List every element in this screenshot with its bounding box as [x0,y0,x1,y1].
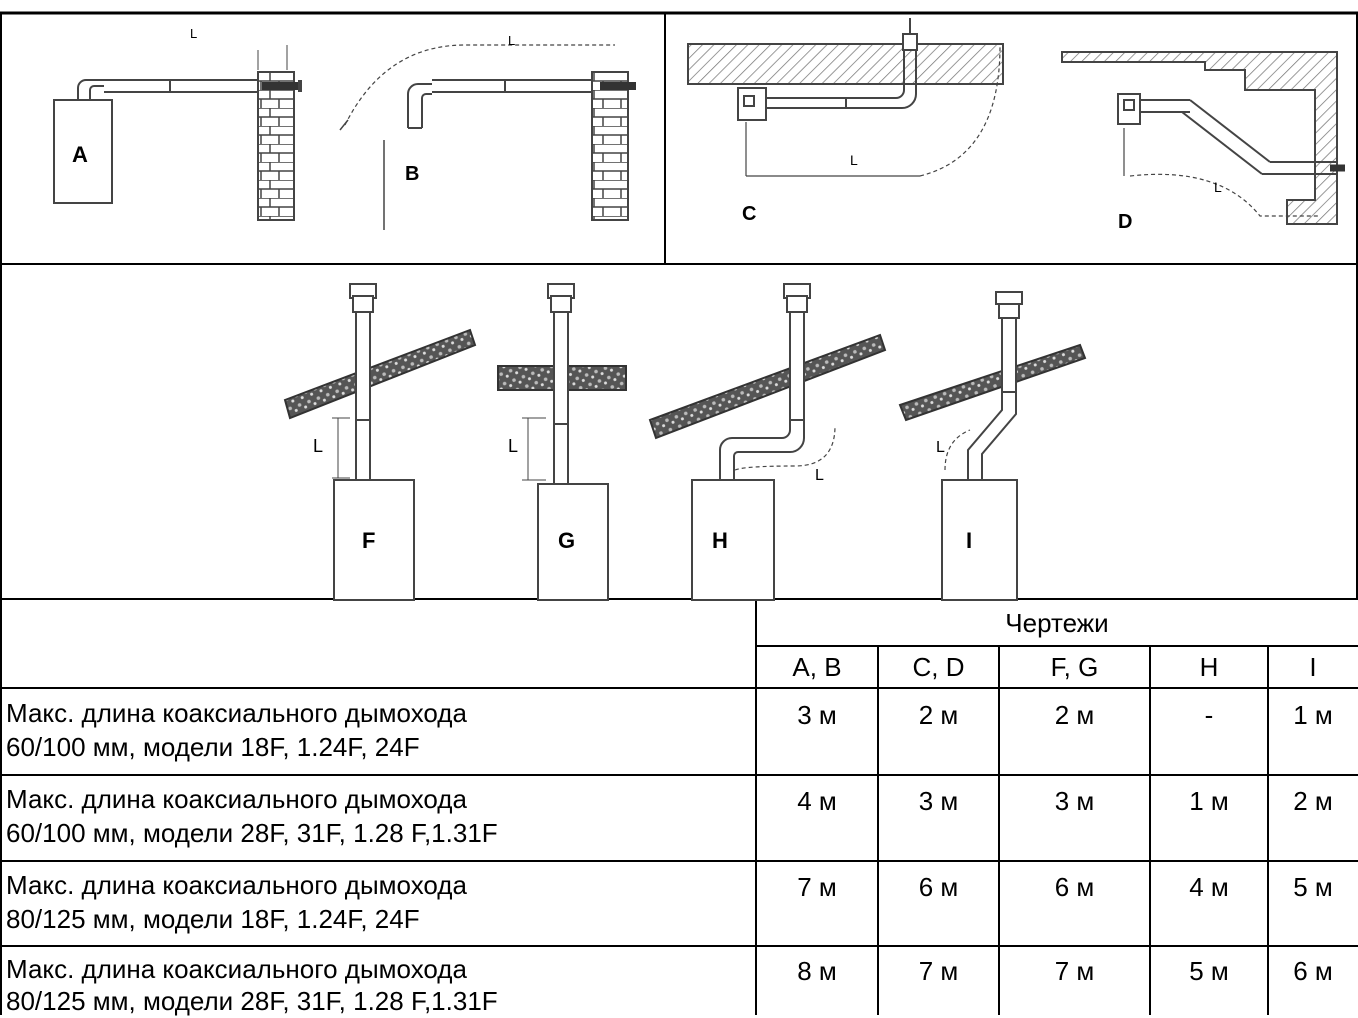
dimension-label: L [190,26,197,41]
table-cell: 2 м [1293,786,1333,816]
drawing-label-i: I [966,528,972,553]
table-cell: 2 м [918,700,959,730]
table-row-label: 80/125 мм, модели 28F, 31F, 1.28 F,1.31F [6,986,498,1016]
dimension-label: L [850,152,858,168]
dimension-label: L [508,436,518,456]
dimension-label: L [936,439,945,456]
column-header: H [1199,652,1219,682]
drawing-label-g: G [558,528,575,553]
column-header: C, D [912,652,965,682]
table-cell: 7 м [797,872,837,902]
dimension-label: L [815,467,824,484]
table-cell: 3 м [1054,786,1095,816]
dimension-label: L [313,436,323,456]
drawing-label-h: H [712,528,728,553]
table-cell: 7 м [918,956,959,986]
drawing-f [283,283,477,601]
table-cell: 8 м [797,956,837,986]
table-cell: 1 м [1189,786,1229,816]
column-header: A, B [792,652,842,682]
drawing-label-c: C [742,203,756,225]
drawing-g [497,283,627,601]
table-row-label: 60/100 мм, модели 18F, 1.24F, 24F [6,732,420,762]
dimension-label: L [1214,179,1222,195]
table-cell: 3 м [918,786,959,816]
drawing-label-b: B [405,163,419,185]
drawing-a [53,45,302,221]
table-cell: 2 м [1054,700,1095,730]
drawing-c [687,18,1004,177]
table-cell: 5 м [1293,872,1333,902]
table-cell: 4 м [797,786,837,816]
table-row-label: 80/125 мм, модели 18F, 1.24F, 24F [6,904,420,934]
table-cell: 1 м [1293,700,1333,730]
table-cell: 6 м [918,872,959,902]
column-header: F, G [1050,652,1099,682]
drawing-h [648,283,887,601]
table-cell: 7 м [1054,956,1095,986]
drawing-d [1061,51,1345,225]
table-row-label: 60/100 мм, модели 28F, 31F, 1.28 F,1.31F [6,818,498,848]
drawing-i [898,291,1087,601]
drawing-label-d: D [1118,211,1132,233]
table-row-label: Макс. длина коаксиального дымохода [6,870,467,900]
table-cell: - [1204,700,1214,730]
column-header: I [1309,652,1317,682]
table-row-label: Макс. длина коаксиального дымохода [6,698,467,728]
drawing-label-a: A [72,142,88,167]
dimension-label: L [508,33,515,48]
table-cell: 4 м [1189,872,1229,902]
table-cell: 6 м [1293,956,1333,986]
table-cell: 3 м [797,700,837,730]
table-cell: 6 м [1054,872,1095,902]
table-row-label: Макс. длина коаксиального дымохода [6,954,467,984]
drawing-b [339,44,636,230]
table-row-label: Макс. длина коаксиального дымохода [6,784,467,814]
table-group-header: Чертежи [1005,608,1109,638]
drawing-label-f: F [362,528,375,553]
table-cell: 5 м [1189,956,1229,986]
